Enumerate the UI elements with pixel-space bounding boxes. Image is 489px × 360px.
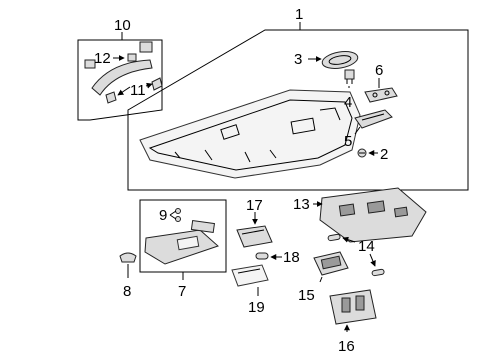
callout-11: 11 bbox=[130, 82, 146, 99]
callout-3: 3 bbox=[294, 51, 302, 68]
callout-10: 10 bbox=[114, 17, 131, 34]
part-17-lamp bbox=[236, 225, 273, 248]
callout-8: 8 bbox=[123, 283, 131, 300]
callout-4: 4 bbox=[344, 94, 352, 111]
part-5-handle-bracket bbox=[354, 109, 393, 129]
grab-handle-group-box bbox=[77, 39, 163, 121]
part-grab-handle bbox=[84, 41, 153, 96]
callout-19: 19 bbox=[248, 299, 265, 316]
callout-7: 7 bbox=[178, 283, 186, 300]
headliner-panel bbox=[139, 89, 361, 179]
part-15-housing bbox=[313, 251, 349, 276]
callout-9: 9 bbox=[159, 207, 167, 224]
callout-15: 15 bbox=[298, 287, 315, 304]
callout-2: 2 bbox=[380, 146, 388, 163]
callout-14: 14 bbox=[358, 238, 375, 255]
part-19-lens bbox=[231, 264, 269, 287]
callout-18: 18 bbox=[283, 249, 300, 266]
part-8-clip bbox=[119, 252, 137, 263]
part-3-light-lens bbox=[321, 51, 359, 69]
part-6-bracket bbox=[364, 87, 398, 103]
part-12-cap bbox=[127, 53, 137, 62]
part-18-bulb bbox=[255, 252, 269, 260]
callout-6: 6 bbox=[375, 62, 383, 79]
callout-16: 16 bbox=[338, 338, 355, 355]
callout-13: 13 bbox=[293, 196, 310, 213]
part-16-bracket bbox=[329, 289, 377, 325]
callout-17: 17 bbox=[246, 197, 263, 214]
part-4-clip bbox=[344, 69, 355, 84]
part-7-sun-visor bbox=[144, 229, 219, 265]
headliner-group-box bbox=[127, 29, 469, 191]
part-13-console bbox=[319, 187, 427, 243]
callout-12: 12 bbox=[94, 50, 111, 67]
part-2-screw bbox=[357, 148, 367, 158]
callout-1: 1 bbox=[295, 6, 303, 23]
part-14-bulbs bbox=[327, 233, 385, 277]
part-9-visor-clip bbox=[175, 208, 216, 234]
callout-5: 5 bbox=[344, 133, 352, 150]
part-11-clip bbox=[105, 77, 163, 104]
